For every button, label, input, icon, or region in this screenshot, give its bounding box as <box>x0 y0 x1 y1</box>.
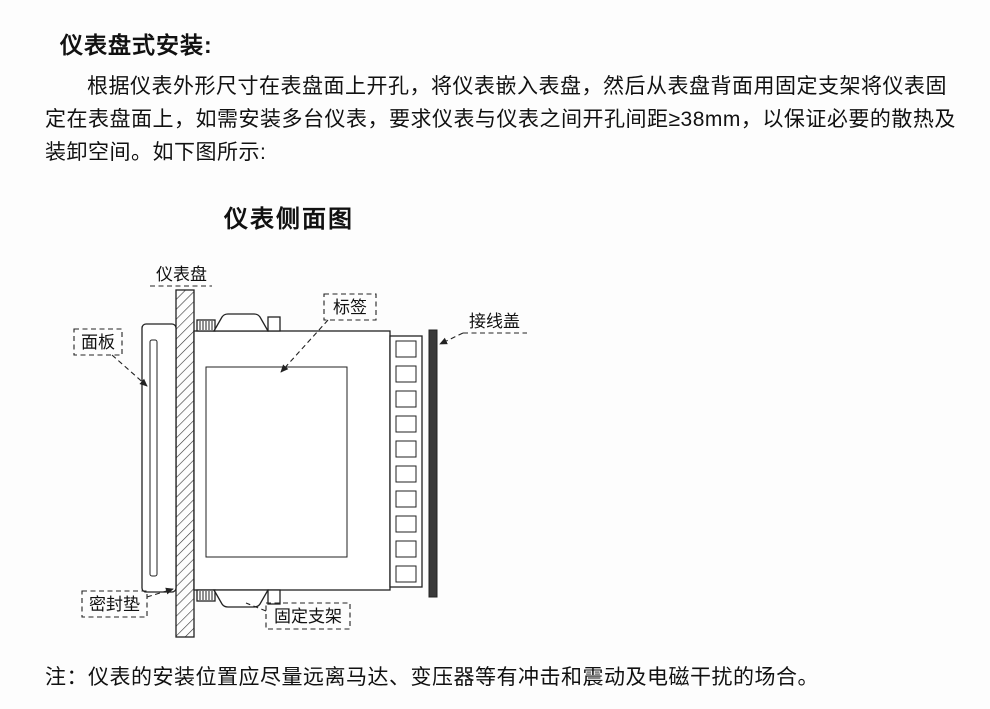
tag-label: 标签 <box>333 298 367 317</box>
body-paragraph: 根据仪表外形尺寸在表盘面上开孔，将仪表嵌入表盘，然后从表盘背面用固定支架将仪表固… <box>45 75 956 164</box>
front-bezel <box>141 323 177 593</box>
callout-gasket: 密封垫 <box>81 587 174 618</box>
instrument-body <box>193 330 391 591</box>
callout-front-panel: 面板 <box>73 328 148 387</box>
fixing-bracket-top <box>196 313 281 332</box>
fixing-bracket-bottom <box>196 589 281 608</box>
callout-mounting-panel: 仪表盘 <box>150 265 212 287</box>
section-heading: 仪表盘式安装: <box>60 32 213 58</box>
front-panel-label: 面板 <box>81 333 115 352</box>
gasket-label: 密封垫 <box>89 595 140 614</box>
figure-title: 仪表侧面图 <box>224 204 354 233</box>
wiring-cover-label: 接线盖 <box>469 312 520 331</box>
mounting-panel-hatched <box>175 289 195 638</box>
callout-tag: 标签 <box>280 293 377 373</box>
mounting-panel-label: 仪表盘 <box>156 265 207 284</box>
footnote: 注：仪表的安装位置应尽量远离马达、变压器等有冲击和震动及电磁干扰的场合。 <box>45 666 819 689</box>
bracket-label: 固定支架 <box>274 607 342 626</box>
instrument-label-area <box>205 366 348 558</box>
terminal-block <box>389 335 423 588</box>
callout-wiring-cover: 接线盖 <box>439 312 527 345</box>
callout-bracket: 固定支架 <box>245 602 351 630</box>
wiring-cover-plate <box>428 329 438 598</box>
